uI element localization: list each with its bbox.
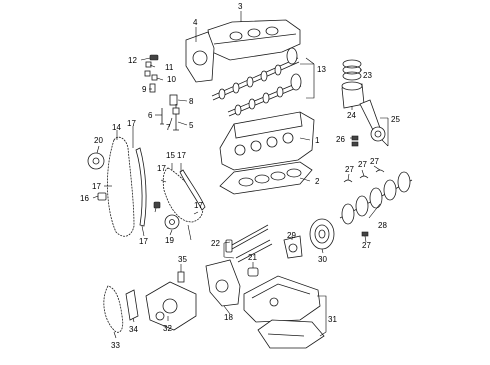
cam-sprocket [87, 152, 105, 170]
crankshaft [339, 171, 413, 225]
head-gasket [219, 161, 313, 195]
callout-20: 20 [94, 136, 103, 145]
valve-cover [207, 19, 301, 61]
callout-22: 22 [211, 239, 220, 248]
callout-labels: 1 2 3 4 5 6 7 8 9 10 11 12 13 14 15 16 1… [80, 2, 400, 350]
crank-seal [283, 235, 303, 259]
chain-guide-right [179, 169, 206, 211]
rod-bolts [351, 135, 359, 147]
timing-chain [107, 136, 135, 237]
callout-13: 13 [317, 65, 326, 74]
callout-27b: 27 [358, 160, 367, 169]
callout-9: 9 [142, 85, 147, 94]
fuel-injector [225, 224, 273, 263]
callout-27d: 27 [362, 241, 371, 250]
callout-17e: 17 [194, 201, 203, 210]
callout-19: 19 [165, 236, 174, 245]
callout-31: 31 [328, 315, 337, 324]
callout-6: 6 [148, 111, 153, 120]
callout-21: 21 [248, 253, 257, 262]
callout-2: 2 [315, 177, 320, 186]
callout-17f: 17 [139, 237, 148, 246]
oil-pump-chain [103, 285, 124, 333]
callout-27a: 27 [345, 165, 354, 174]
callout-25: 25 [391, 115, 400, 124]
oil-plug [247, 267, 259, 277]
crank-pulley [309, 218, 335, 250]
oil-pan-upper [243, 275, 321, 323]
callout-7: 7 [166, 123, 171, 132]
guide-bolt [153, 201, 161, 209]
callout-17a: 17 [127, 119, 136, 128]
callout-30: 30 [318, 255, 327, 264]
callout-18: 18 [224, 313, 233, 322]
callout-27c: 27 [370, 157, 379, 166]
piston-rings [342, 59, 362, 81]
callout-17d: 17 [157, 164, 166, 173]
camshaft-exhaust [227, 73, 302, 117]
callout-24: 24 [347, 111, 356, 120]
callout-28: 28 [378, 221, 387, 230]
callout-5: 5 [189, 121, 194, 130]
leader-lines [92, 11, 389, 339]
upper-timing-cover [185, 31, 215, 83]
callout-14: 14 [112, 123, 121, 132]
callout-12: 12 [128, 56, 137, 65]
cylinder-head [219, 111, 315, 171]
callout-11: 11 [165, 63, 174, 72]
callout-15: 15 [166, 151, 175, 160]
callout-1: 1 [315, 136, 320, 145]
connecting-rod [359, 99, 386, 142]
valve-train-small-parts [144, 54, 180, 131]
callout-4: 4 [193, 18, 198, 27]
callout-8: 8 [189, 97, 194, 106]
callout-32: 32 [163, 324, 172, 333]
oil-pump-tensioner [125, 289, 139, 321]
callout-17c: 17 [92, 182, 101, 191]
pump-bolt [177, 271, 185, 283]
callout-33: 33 [111, 341, 120, 350]
callout-35: 35 [178, 255, 187, 264]
front-cover [205, 259, 241, 307]
callout-34: 34 [129, 325, 138, 334]
callout-10: 10 [167, 75, 176, 84]
piston [341, 81, 365, 109]
callout-3: 3 [238, 2, 243, 11]
callout-26: 26 [336, 135, 345, 144]
oil-pump [145, 281, 197, 331]
callout-23: 23 [363, 71, 372, 80]
callout-29: 29 [287, 231, 296, 240]
chain-guide-left [135, 147, 147, 227]
chain-tensioner [97, 192, 107, 201]
camshaft-intake [211, 47, 300, 101]
callout-16: 16 [80, 194, 89, 203]
oil-pan-lower [257, 319, 325, 349]
callout-17b: 17 [177, 151, 186, 160]
